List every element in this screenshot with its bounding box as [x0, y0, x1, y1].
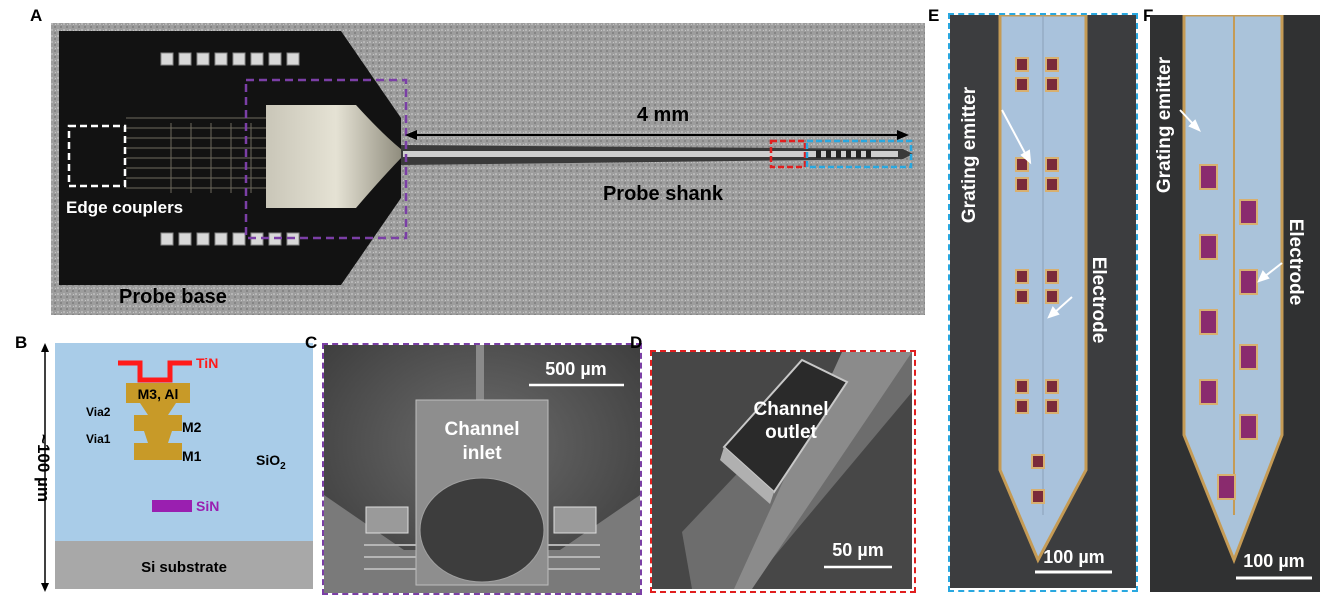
m3-label: M3, Al [138, 386, 179, 402]
channel-outlet-label-1: Channel [754, 399, 829, 420]
panel-label-a: A [30, 6, 43, 25]
panel-e-micrograph: Grating emitter Electrode 100 µm [950, 15, 1136, 588]
substrate-label: Si substrate [141, 559, 227, 576]
electrode-pads-f [1199, 164, 1258, 500]
panel-e-frame [948, 13, 1138, 592]
panel-label-c: C [305, 333, 318, 352]
probe-base-label: Probe base [119, 286, 227, 308]
thickness-label: ~100 µm [34, 434, 53, 502]
electrode-label-e: Electrode [1088, 257, 1109, 344]
scale-label-e: 100 µm [1043, 547, 1104, 567]
edge-couplers-label: Edge couplers [66, 198, 183, 217]
edge-couplers-box [67, 124, 127, 188]
fluidic-connector [266, 105, 406, 208]
electrode-leader-e [1047, 296, 1073, 319]
blue-region-box [805, 139, 913, 169]
panel-d-frame [650, 350, 916, 593]
sem-side-rails [364, 544, 600, 570]
panel-c-sem-image: 500 µm Channel inlet [324, 345, 640, 593]
sem-outlet-block [722, 358, 849, 494]
grating-emitter-leader-e [1001, 109, 1032, 165]
probe-shank-highlight [403, 151, 898, 157]
length-label: 4 mm [637, 104, 689, 126]
panel-label-d: D [630, 333, 643, 352]
sem-inlet-opening [419, 477, 545, 583]
thickness-arrow [41, 343, 49, 592]
sin-waveguide [152, 500, 192, 512]
sem-inlet-stem [476, 345, 484, 400]
sem-shank-edge [734, 352, 912, 589]
sem-right-pad [553, 506, 597, 534]
scale-label-c: 500 µm [545, 359, 606, 379]
probe-tip-electrodes [816, 150, 871, 158]
panel-b-cross-section: ~100 µm TiN M3, Al Via2 M2 Via1 M1 SiO2 … [34, 343, 313, 592]
via2-label: Via2 [86, 405, 111, 419]
panel-a-image: 4 mm Probe shank Edge couplers Probe bas… [51, 23, 925, 315]
m2-label: M2 [182, 419, 202, 435]
tin-label: TiN [196, 355, 218, 371]
grating-emitter-leader-f [1179, 109, 1201, 132]
substrate-layer [55, 541, 313, 589]
sio2-label: SiO2 [256, 452, 286, 472]
channel-outlet-label-2: outlet [765, 422, 817, 443]
panel-f-micrograph: Grating emitter Electrode 100 µm [1150, 15, 1320, 592]
panel-label-e: E [928, 6, 940, 25]
scale-label-d: 50 µm [832, 540, 883, 560]
panel-label-b: B [15, 333, 28, 352]
length-arrow [405, 130, 909, 140]
grating-emitter-label-e: Grating emitter [959, 86, 980, 223]
scale-label-f: 100 µm [1243, 551, 1304, 571]
sem-outlet-face [720, 447, 774, 504]
panel-c-frame [322, 343, 642, 595]
channel-inlet-label-1: Channel [445, 419, 520, 440]
panel-d-sem-image: 50 µm Channel outlet [652, 352, 912, 589]
via1-label: Via1 [86, 432, 111, 446]
purple-region-box [244, 78, 408, 240]
electrode-leader-f [1257, 262, 1283, 283]
electrode-pads-e [1015, 57, 1059, 504]
sem-left-pad [365, 506, 409, 534]
panel-label-f: F [1143, 6, 1154, 25]
metal-stack [126, 383, 190, 460]
red-region-box [769, 139, 807, 169]
m1-label: M1 [182, 448, 202, 464]
electrode-label-f: Electrode [1285, 219, 1306, 306]
probe-shank-label: Probe shank [603, 183, 724, 205]
grating-emitter-label-f: Grating emitter [1154, 56, 1175, 193]
sin-label: SiN [196, 498, 219, 514]
top-pad-row [160, 52, 300, 66]
tin-layer [118, 360, 192, 383]
wiring-traces [126, 117, 266, 193]
channel-inlet-label-2: inlet [462, 443, 502, 464]
